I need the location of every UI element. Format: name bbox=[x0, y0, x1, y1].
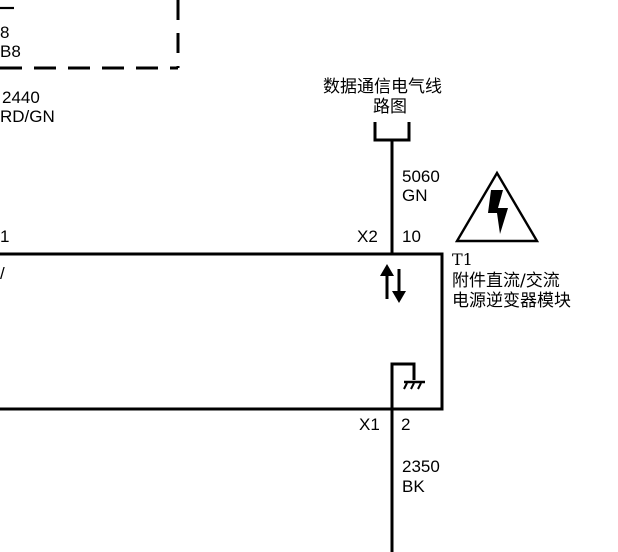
module-ref: T1 bbox=[452, 250, 473, 269]
reference-bracket bbox=[373, 122, 411, 142]
wire-5060-circuit: 5060 bbox=[402, 167, 440, 186]
bidirectional-data-arrows-icon bbox=[380, 264, 406, 303]
top-left-pin-label: 8 bbox=[0, 23, 9, 42]
high-voltage-warning-icon bbox=[454, 170, 540, 243]
module-box bbox=[0, 252, 444, 411]
wire-2350-circuit: 2350 bbox=[402, 457, 440, 476]
wire-2440-circuit: 2440 bbox=[2, 88, 40, 107]
connector-x1-name: X1 bbox=[359, 415, 380, 434]
module-name-line1: 附件直流/交流 bbox=[452, 271, 560, 291]
wire-5060-color: GN bbox=[402, 186, 428, 205]
top-left-connector-label: B8 bbox=[0, 42, 21, 61]
data-link-reference-line2: 路图 bbox=[373, 97, 407, 117]
connector-x2-name: X2 bbox=[357, 227, 378, 246]
connector-x1-pin: 2 bbox=[401, 415, 410, 434]
connector-x2-pin: 10 bbox=[402, 227, 421, 246]
dashed-component-box bbox=[0, 0, 180, 70]
left-pin-label: 1 bbox=[0, 227, 9, 246]
wire-2440-color: RD/GN bbox=[0, 107, 55, 126]
chassis-ground-icon bbox=[390, 362, 425, 409]
data-link-reference-line1: 数据通信电气线 bbox=[323, 77, 442, 97]
left-partial-text: / bbox=[0, 264, 5, 283]
wire-2350-color: BK bbox=[402, 477, 425, 496]
module-name-line2: 电源逆变器模块 bbox=[452, 291, 571, 311]
